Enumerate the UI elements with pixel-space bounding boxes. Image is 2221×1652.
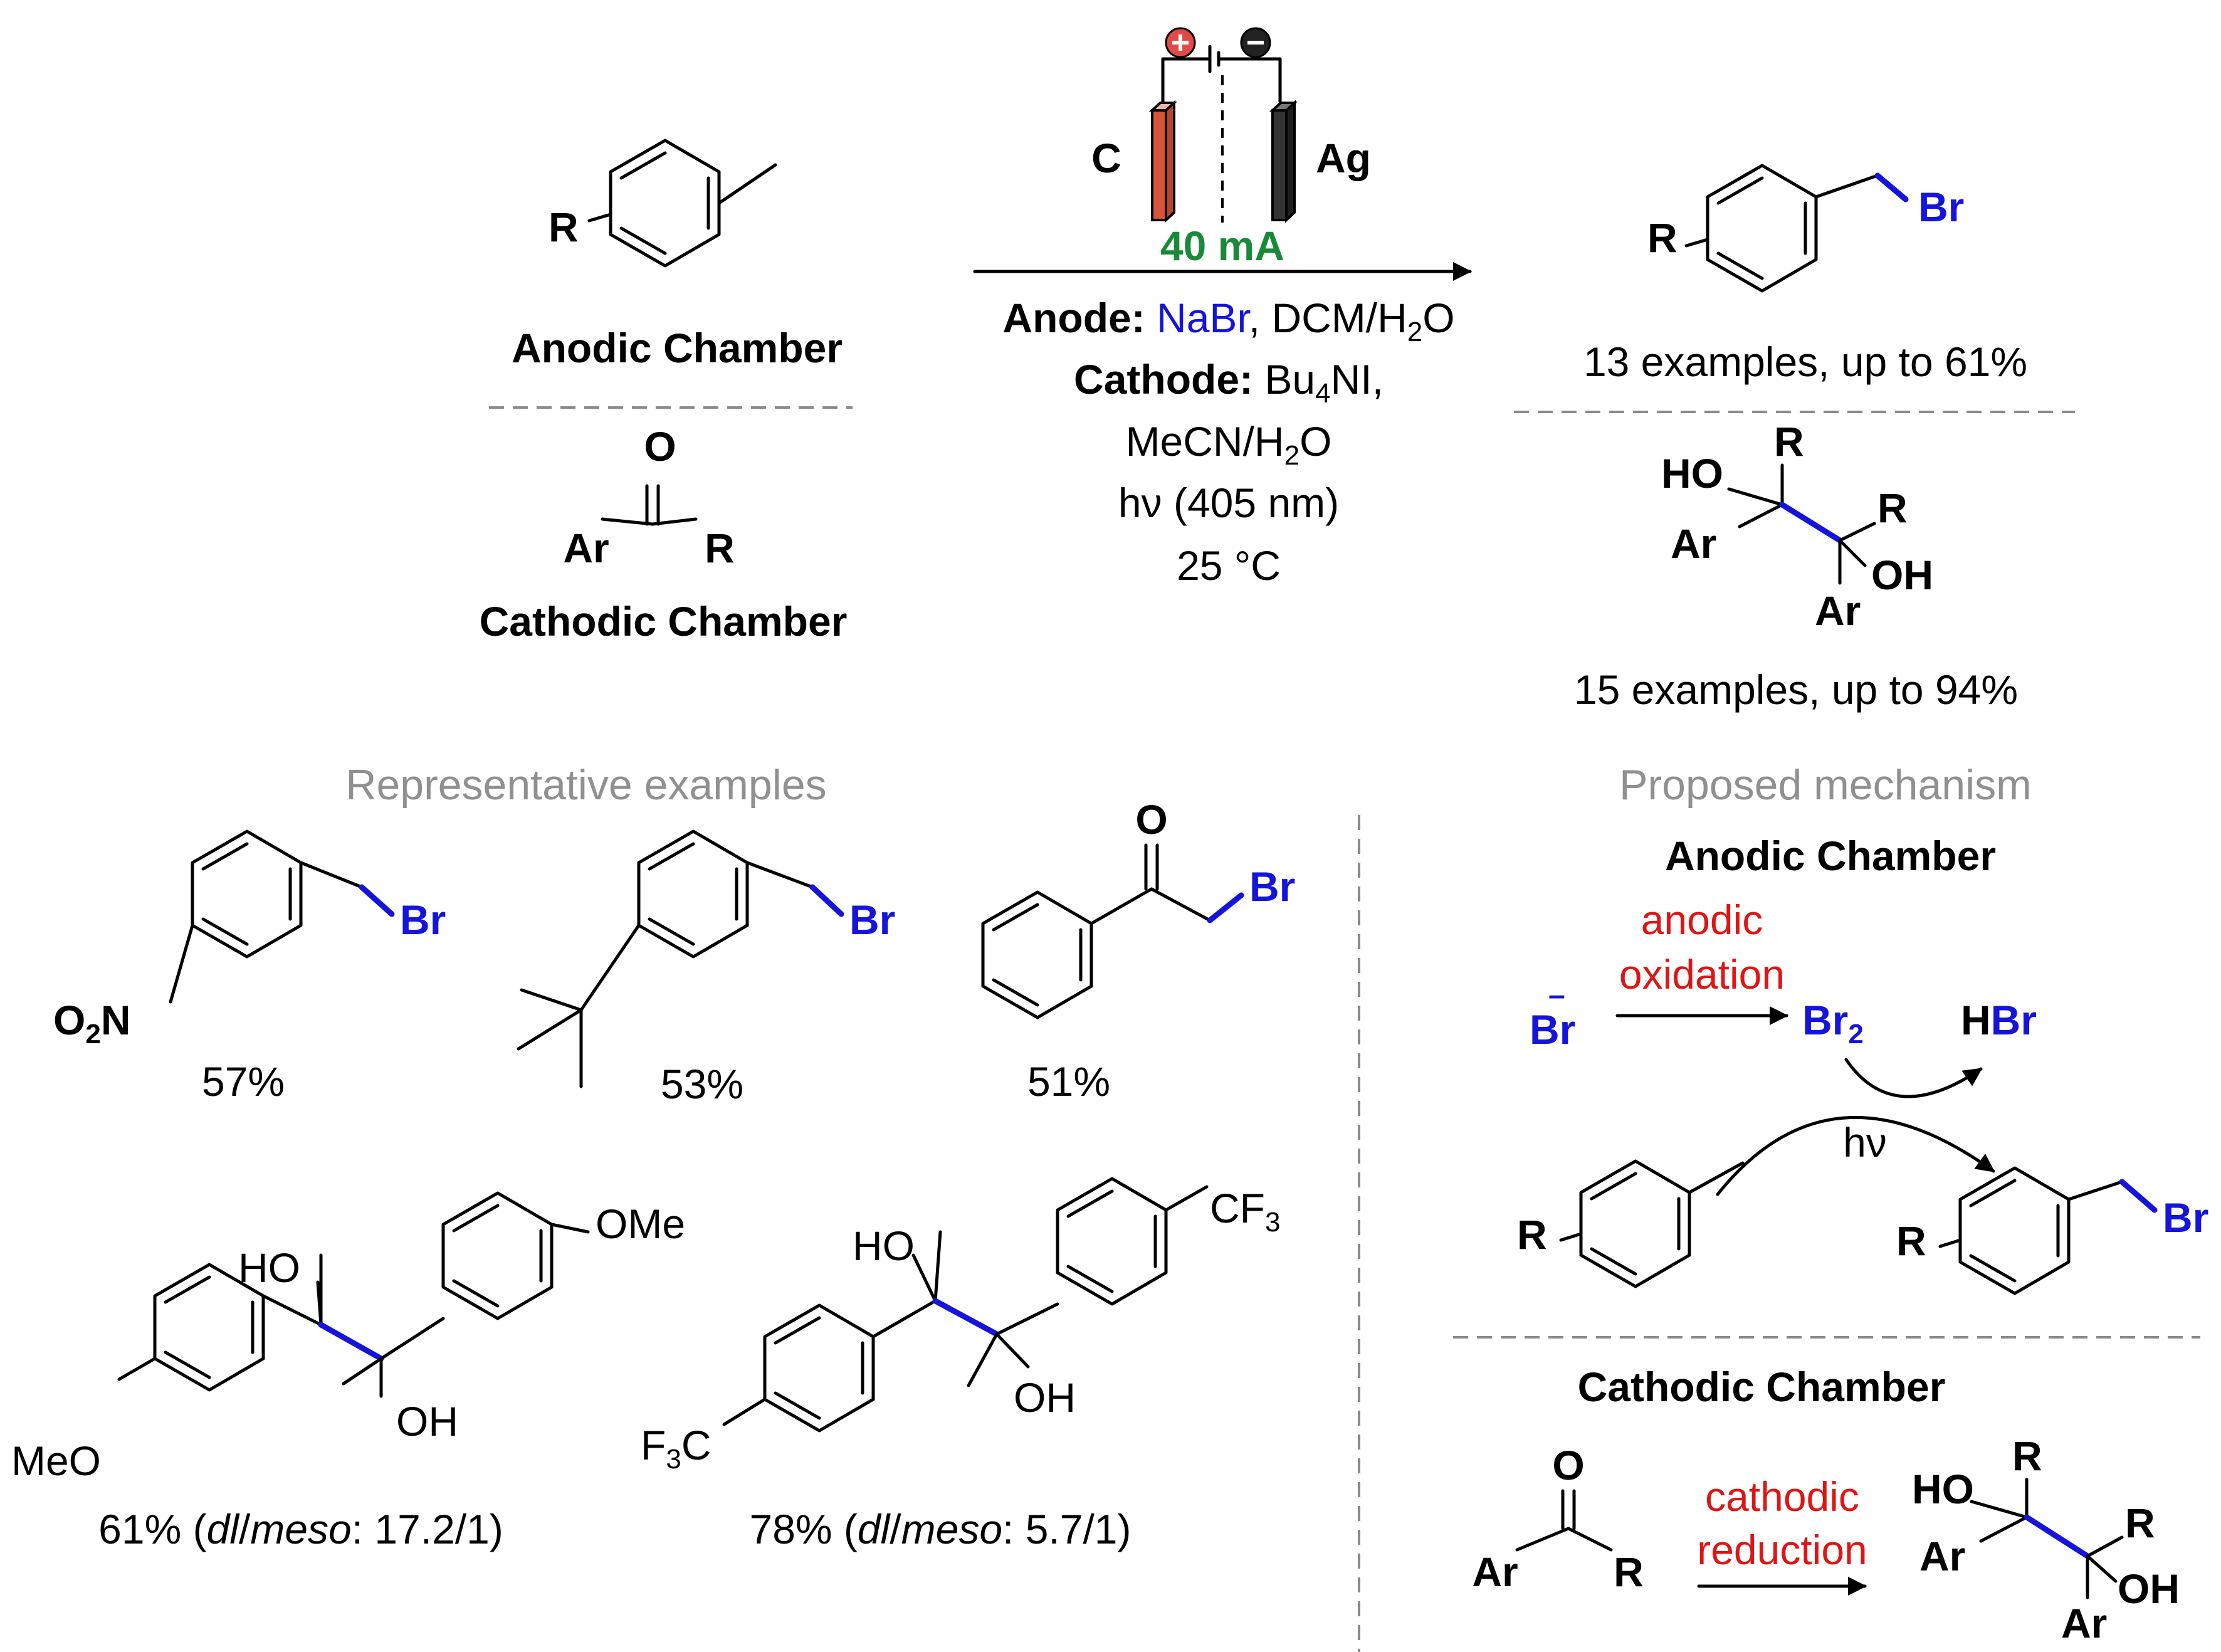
mechanism-ketone-ar-label: Ar — [1472, 1549, 1518, 1595]
diol-ar2-label: Ar — [1815, 587, 1861, 634]
example-cf3-diol: CF3 HO OH F3C 78% (dl/meso: 5.7/1) — [641, 1177, 1280, 1552]
mechanism-ketone-r-label: R — [1614, 1549, 1644, 1595]
electrolysis-cell: C Ag 40 mA — [1091, 27, 1371, 269]
ex4-oh-label: OH — [396, 1398, 458, 1444]
anode-conditions: Anode: NaBr, DCM/H2O — [1002, 295, 1454, 347]
mechanism-diol-ar1-label: Ar — [1919, 1533, 1965, 1579]
ex2-yield: 53% — [661, 1061, 743, 1107]
mechanism-anodic-heading: Anodic Chamber — [1665, 833, 1996, 879]
mechanism-product-r-label: R — [1896, 1218, 1926, 1264]
mechanism-diol-r2-label: R — [2125, 1500, 2155, 1546]
ex5-f3c-label: F3C — [641, 1422, 711, 1475]
cathodic-reduction-label-2: reduction — [1697, 1527, 1867, 1573]
cathode-electrode-label: Ag — [1316, 135, 1371, 181]
anodic-substrate-toluene: R — [549, 139, 777, 268]
mechanism-benzyl-bromide: R Br — [1896, 1166, 2208, 1295]
example-tbutylbenzyl-bromide: Br 53% — [517, 829, 895, 1107]
current-label: 40 mA — [1160, 223, 1284, 269]
ex4-yield: 61% (dl/meso: 17.2/1) — [98, 1506, 503, 1552]
temperature-condition: 25 °C — [1177, 542, 1281, 589]
example-nitrobenzyl-bromide: Br O2N 57% — [53, 829, 446, 1105]
cathodic-substrate-ketone: O Ar R — [563, 423, 735, 571]
bromination-arrow — [1716, 1115, 1995, 1196]
diol-r2-label: R — [1877, 485, 1908, 531]
reaction-conditions: Anode: NaBr, DCM/H2O Cathode: Bu4NI, MeC… — [1002, 295, 1454, 589]
mechanism-diol-r1-label: R — [2012, 1433, 2042, 1479]
mechanism-heading: Proposed mechanism — [1619, 761, 2032, 809]
product-benzyl-bromide: R Br — [1647, 164, 1964, 293]
bromine-label: Br2 — [1802, 997, 1864, 1050]
mechanism-cathodic: O Ar R cathodic reduction — [1472, 1442, 1867, 1596]
ex4-ho-label: HO — [238, 1244, 300, 1291]
bromide-label: Br — [1530, 1006, 1575, 1053]
cathodic-reduction-label-1: cathodic — [1705, 1473, 1859, 1520]
product-diol: HO R R Ar OH Ar — [1661, 418, 1933, 634]
mechanism-diol-ho-label: HO — [1912, 1466, 1974, 1512]
mechanism-ketone-o-label: O — [1552, 1442, 1584, 1488]
mechanism-cathodic-heading: Cathodic Chamber — [1578, 1364, 1946, 1410]
mechanism-product-br-label: Br — [2163, 1194, 2208, 1241]
substrate-r-label: R — [549, 204, 579, 250]
mechanism-diol-oh-label: OH — [2118, 1565, 2180, 1612]
product1-scope: 13 examples, up to 61% — [1583, 339, 2027, 385]
product1-br-label: Br — [1918, 184, 1964, 230]
ex5-cf3-label: CF3 — [1210, 1185, 1280, 1238]
cathode-conditions: Cathode: Bu4NI, — [1074, 356, 1384, 409]
ex1-nitro-label: O2N — [53, 997, 131, 1050]
mechanism-diol: HO R R Ar OH Ar — [1912, 1433, 2180, 1646]
examples-heading: Representative examples — [345, 761, 826, 809]
product1-r-label: R — [1647, 214, 1678, 261]
diol-r1-label: R — [1774, 418, 1804, 465]
carbon-anode — [1151, 109, 1167, 221]
product2-scope: 15 examples, up to 94% — [1574, 666, 2018, 713]
diol-ho-label: HO — [1661, 450, 1723, 497]
hbr-release-arrow — [1844, 1058, 1983, 1098]
ex2-br-label: Br — [849, 897, 895, 943]
ex4-meo-label: MeO — [11, 1438, 101, 1484]
mechanism-toluene: R — [1517, 1159, 1745, 1288]
ex5-oh-label: OH — [1014, 1374, 1076, 1421]
ketone-o-label: O — [644, 423, 676, 470]
mechanism-light-label: hν — [1843, 1119, 1887, 1165]
anodic-oxidation-label-1: anodic — [1641, 897, 1763, 943]
cathode-solvent: MeCN/H2O — [1126, 418, 1332, 471]
silver-cathode — [1271, 109, 1288, 221]
mechanism-anodic: anodic oxidation Br – Br2 HBr hν — [1530, 897, 2037, 1196]
bromide-charge: – — [1548, 979, 1565, 1012]
example-methoxy-diol: OMe HO OH MeO 61% (dl/meso: 17.2/1) — [11, 1191, 685, 1552]
cathodic-chamber-label: Cathodic Chamber — [480, 598, 848, 644]
example-phenacyl-bromide: O Br 51% — [981, 796, 1295, 1105]
mechanism-toluene-r-label: R — [1517, 1211, 1547, 1258]
anode-electrode-label: C — [1091, 135, 1121, 181]
anodic-chamber-label: Anodic Chamber — [512, 325, 843, 371]
ex3-br-label: Br — [1249, 863, 1295, 910]
ex3-yield: 51% — [1027, 1058, 1110, 1105]
diol-oh-label: OH — [1871, 552, 1933, 598]
ex1-br-label: Br — [400, 897, 446, 943]
mechanism-diol-ar2-label: Ar — [2061, 1600, 2107, 1646]
anodic-oxidation-label-2: oxidation — [1619, 951, 1785, 997]
diol-ar1-label: Ar — [1671, 520, 1716, 567]
ex5-yield: 78% (dl/meso: 5.7/1) — [750, 1506, 1132, 1552]
ex4-ome-label: OMe — [596, 1201, 685, 1247]
ex5-ho-label: HO — [853, 1223, 915, 1269]
ex1-yield: 57% — [202, 1058, 285, 1105]
ex3-o-label: O — [1135, 796, 1167, 843]
light-condition: hν (405 nm) — [1118, 480, 1339, 526]
ketone-ar-label: Ar — [563, 525, 609, 571]
hbr-label: HBr — [1961, 997, 2037, 1043]
ketone-r-label: R — [705, 525, 735, 571]
